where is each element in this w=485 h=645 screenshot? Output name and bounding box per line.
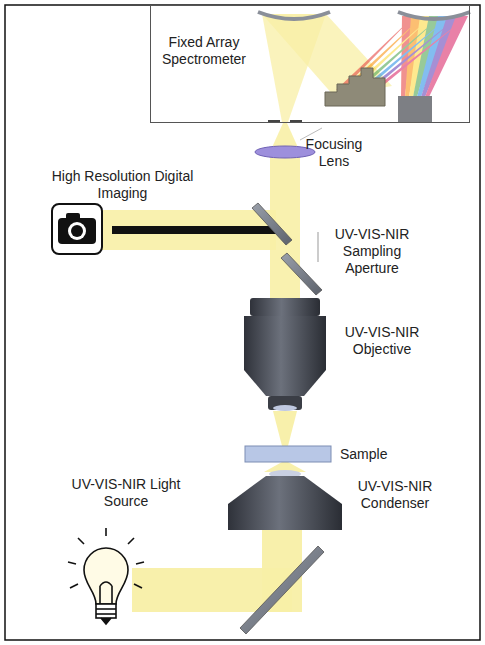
- camera-icon: [52, 204, 102, 254]
- light-beam: [273, 411, 297, 446]
- spectrometer-optics: [258, 12, 470, 123]
- objective: [244, 298, 326, 411]
- part-label: UV-VIS-NIR Objective: [332, 324, 432, 358]
- box-title: Fixed Array Spectrometer: [155, 34, 253, 68]
- spectrum-band: [372, 16, 468, 97]
- sample-slide: [245, 446, 331, 462]
- part-label: Focusing Lens: [298, 136, 370, 170]
- part-label: UV-VIS-NIR Light Source: [62, 476, 190, 510]
- condenser: [228, 470, 342, 530]
- beam-splitter: [252, 128, 322, 295]
- light-bulb: [68, 528, 144, 624]
- imaging-axis: [112, 226, 278, 234]
- mirror: [240, 546, 324, 634]
- part-label: Sample: [340, 446, 410, 463]
- part-label: UV-VIS-NIR Sampling Aperture: [322, 226, 422, 277]
- outer-frame: [5, 5, 480, 640]
- part-label: High Resolution Digital Imaging: [50, 168, 195, 202]
- part-label: UV-VIS-NIR Condenser: [346, 478, 444, 512]
- spectrometer-box: Fixed Array Spectrometer: [150, 5, 470, 123]
